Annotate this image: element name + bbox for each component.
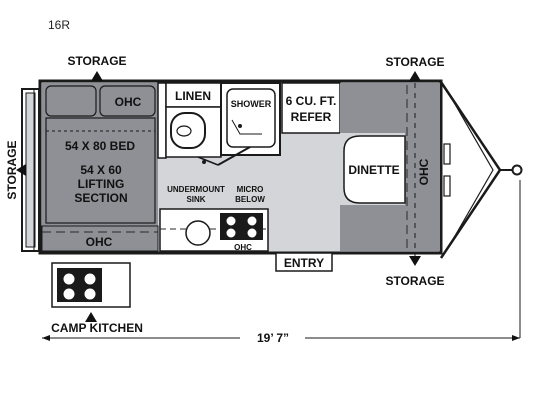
lift-label-line3: SECTION [74, 191, 127, 205]
bed-size-label: 54 X 80 BED [65, 139, 135, 153]
undermount-label-line1: UNDERMOUNT [167, 185, 225, 194]
ohc-label-bottom: OHC [86, 235, 113, 249]
trailer-hitch [439, 81, 523, 259]
kitchen-counter [159, 208, 269, 252]
bathroom [157, 82, 281, 166]
linen-label: LINEN [175, 89, 211, 103]
storage-label-top-right: STORAGE [385, 55, 444, 69]
undermount-label-line2: SINK [186, 195, 205, 204]
lift-label-line1: 54 X 60 [80, 163, 122, 177]
refer-label-line2: REFER [291, 110, 332, 124]
storage-label-left: STORAGE [5, 140, 19, 199]
ohc-label-top: OHC [115, 95, 142, 109]
storage-arrows [16, 71, 421, 322]
camp-kitchen-label: CAMP KITCHEN [51, 321, 143, 335]
dinette-label: DINETTE [348, 163, 399, 177]
length-label: 19’ 7” [257, 331, 289, 345]
shower-label: SHOWER [231, 99, 272, 109]
micro-label-line1: MICRO [237, 185, 264, 194]
entry-door [275, 252, 333, 272]
lift-label-line2: LIFTING [78, 177, 125, 191]
refrigerator [281, 82, 341, 134]
refer-label-line1: 6 CU. FT. [286, 94, 337, 108]
micro-label-line2: BELOW [235, 195, 265, 204]
ohc-label-dinette: OHC [417, 158, 431, 185]
dinette [340, 83, 440, 251]
length-dimension [42, 180, 521, 341]
bed-area [41, 83, 159, 252]
storage-label-bottom-right: STORAGE [385, 274, 444, 288]
ohc-label-kitchen: OHC [234, 243, 252, 252]
camp-kitchen [51, 262, 131, 308]
model-name: 16R [48, 18, 71, 32]
storage-label-top-left: STORAGE [67, 54, 126, 68]
entry-label: ENTRY [284, 256, 324, 270]
